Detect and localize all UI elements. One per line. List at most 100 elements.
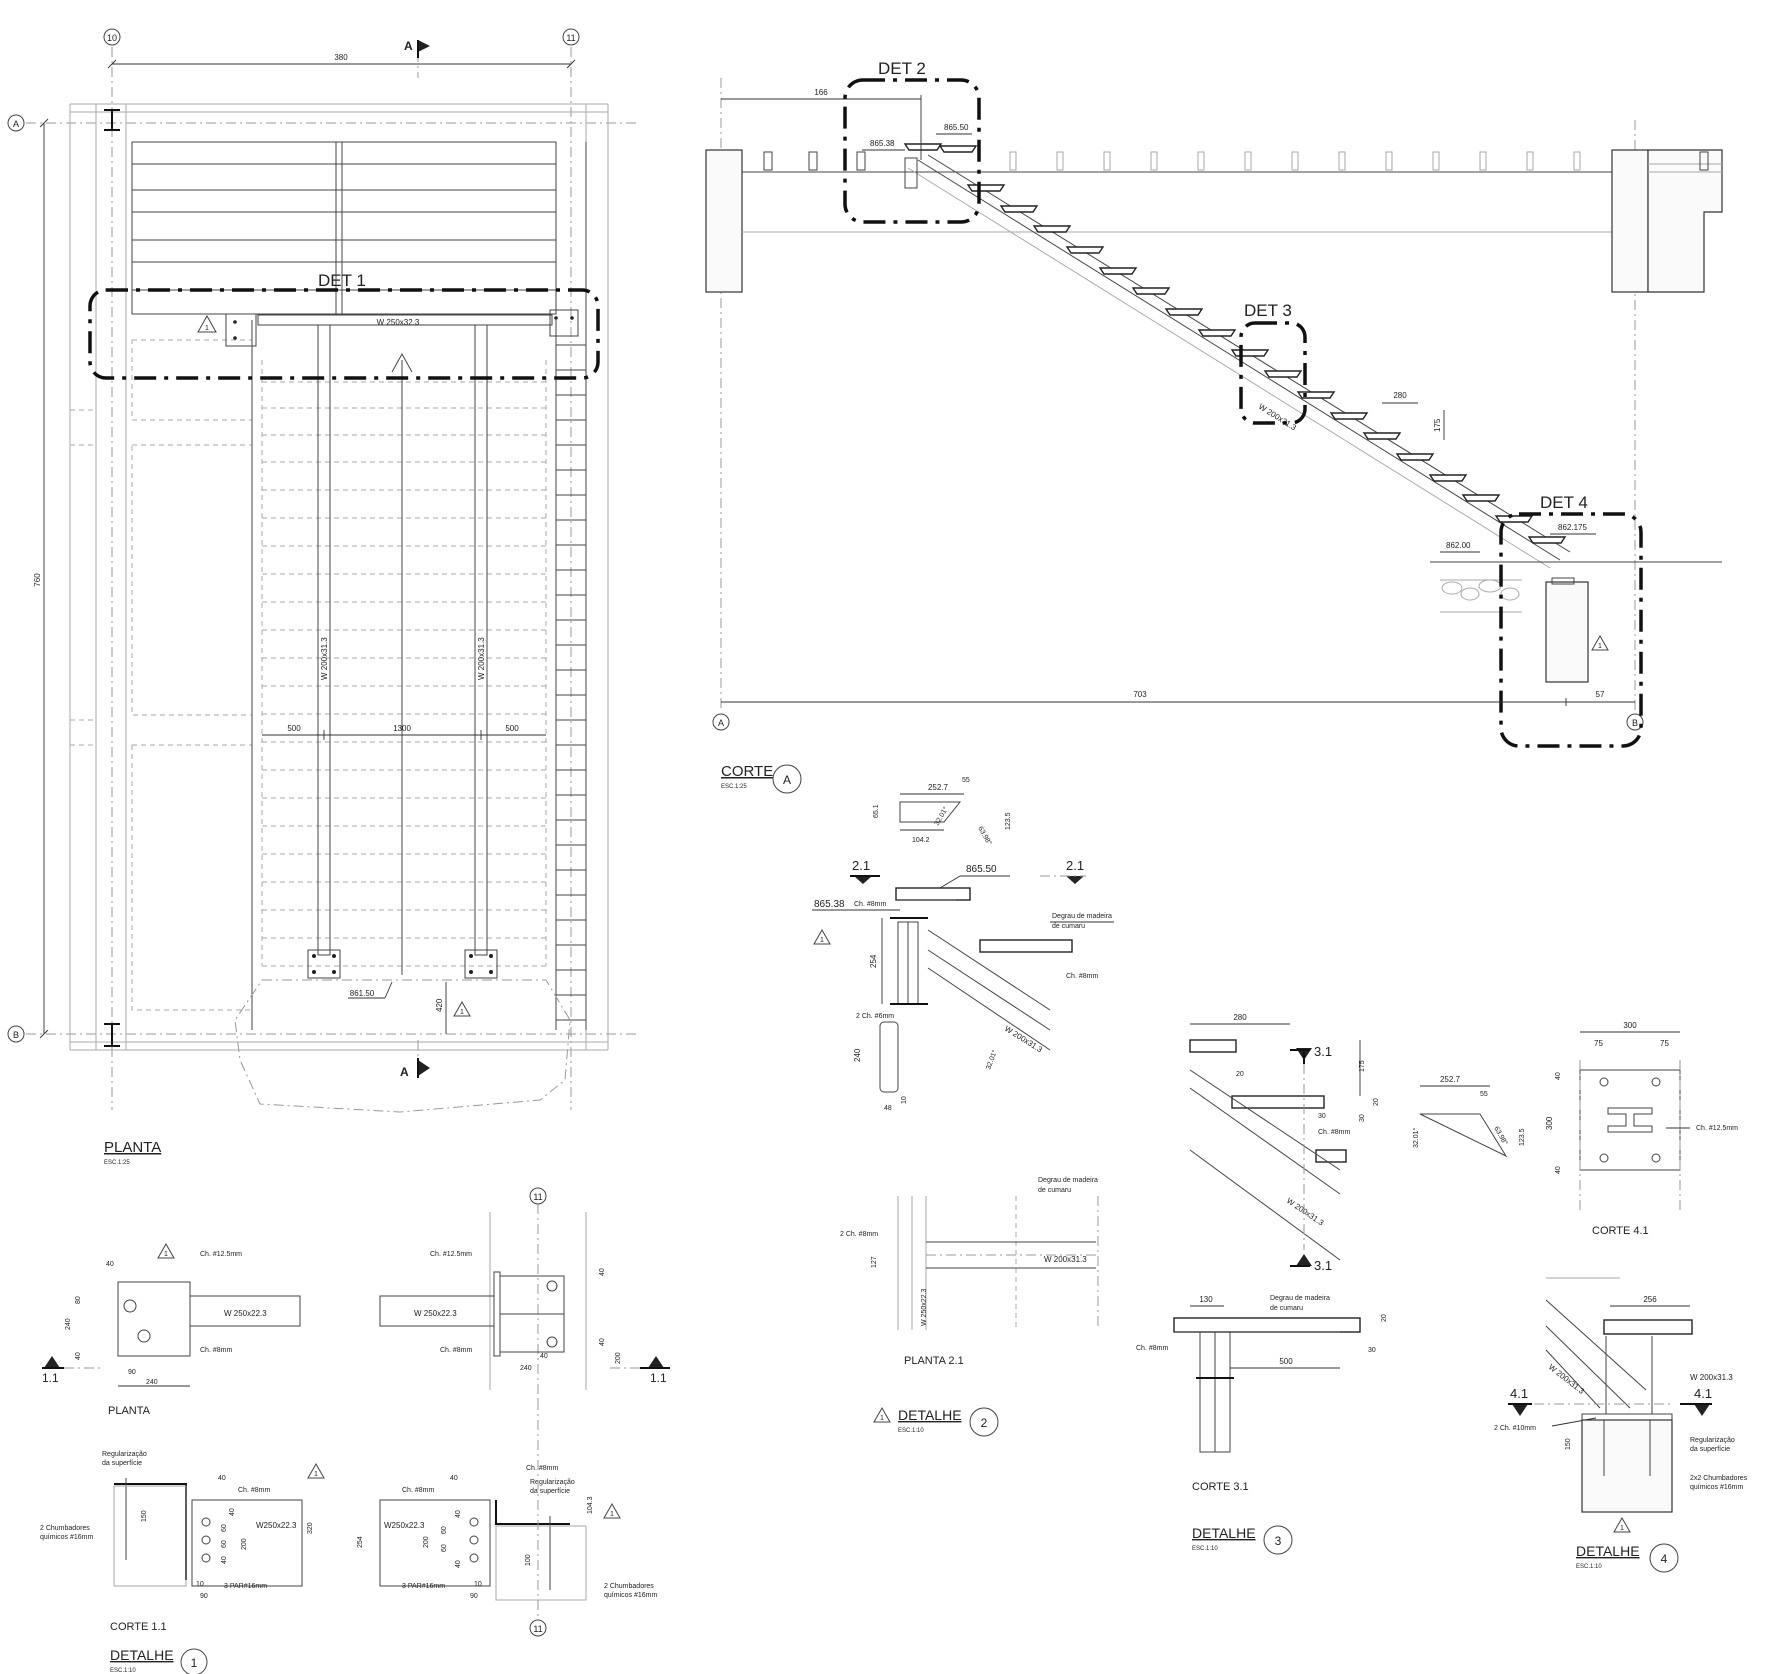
det3-label: DET 3 <box>1244 301 1292 320</box>
dim-2527: 252.7 <box>1440 1075 1461 1084</box>
chumb-label-2: químicos #16mm <box>1690 1484 1743 1491</box>
d1-corte-label: CORTE 1.1 <box>110 1621 167 1633</box>
d1-r90: 90 <box>470 1593 478 1600</box>
planta21-degrau-1: Degrau de madeira <box>1038 1177 1098 1184</box>
dim-300: 300 <box>1623 1021 1637 1030</box>
detalhe4-scale: ESC.1:10 <box>1576 1564 1602 1570</box>
stringer-label: W 200x31.3 <box>1003 1024 1044 1055</box>
d1-r10: 10 <box>474 1581 482 1588</box>
i-beam-section <box>1607 1107 1653 1133</box>
dim-40: 40 <box>1555 1072 1562 1080</box>
revision-triangle-icon <box>813 928 831 945</box>
stringer-line <box>917 159 1561 561</box>
dim-55: 55 <box>962 777 970 784</box>
det4-label: DET 4 <box>1540 493 1588 512</box>
d1-elev-plate-top: Ch. #12.5mm <box>430 1251 472 1258</box>
level-86150: 861.50 <box>350 989 375 998</box>
plate-ch8b-label: Ch. #8mm <box>1136 1345 1168 1352</box>
column-i-bottom <box>104 1023 120 1047</box>
dim-175: 175 <box>1433 418 1442 432</box>
dim-3201: 32.01° <box>933 805 950 827</box>
dim-500-left: 500 <box>287 724 301 733</box>
revision-triangle-icon <box>307 1462 325 1479</box>
detalhe4-view: 252.7 55 32.01° 63.98° 123.5 300 75 75 4… <box>1412 1021 1748 1573</box>
stringer-label: W 200x31.3 <box>1285 1196 1326 1228</box>
stringer-label: W 200x31.3 <box>1547 1362 1587 1396</box>
d1-reg-1: Regularização <box>102 1451 147 1458</box>
dim-48: 48 <box>884 1105 892 1112</box>
dim-30: 30 <box>1318 1113 1326 1120</box>
detalhe3-title: DETALHE <box>1192 1525 1256 1541</box>
d1-plate-top: Ch. #12.5mm <box>200 1251 242 1258</box>
svg-text:1: 1 <box>1598 643 1602 650</box>
d1-r40b: 40 <box>455 1560 462 1568</box>
grid-bubble-b: B <box>13 1030 19 1040</box>
dim-1235: 123.5 <box>1519 1128 1526 1146</box>
grid-bubble-b: B <box>1632 718 1638 728</box>
top-beam <box>257 314 553 326</box>
dim-500-right: 500 <box>505 724 519 733</box>
d1-c-beam: W250x22.3 <box>256 1521 297 1530</box>
dim-130: 130 <box>1199 1295 1213 1304</box>
d1-r60: 60 <box>441 1526 448 1534</box>
d1-e40c: 40 <box>540 1353 548 1360</box>
d1-elev-plate-bottom: Ch. #8mm <box>440 1347 472 1354</box>
d1-e40b: 40 <box>599 1338 606 1346</box>
corte41-label: CORTE 4.1 <box>1592 1225 1649 1237</box>
detalhe2-circle: 2 <box>981 1416 988 1430</box>
planta21-label: PLANTA 2.1 <box>904 1355 964 1367</box>
dim-30b: 30 <box>1359 1114 1366 1122</box>
planta21-degrau-2: de cumaru <box>1038 1187 1071 1194</box>
d1-r200: 200 <box>423 1536 430 1548</box>
level-86538: 865.38 <box>814 899 845 910</box>
section-arrow-icon <box>1512 1404 1528 1416</box>
d1-d240: 240 <box>65 1318 72 1330</box>
dim-280: 280 <box>1233 1013 1247 1022</box>
svg-text:1: 1 <box>820 937 824 944</box>
dim-280: 280 <box>1393 391 1407 400</box>
detalhe3-view: 280 W 200x31.3 20 30 Ch. #8mm 175 20 30 … <box>1136 1013 1388 1555</box>
d1-c40: 40 <box>218 1475 226 1482</box>
detalhe4-title: DETALHE <box>1576 1543 1640 1559</box>
plate-ch8-label: Ch. #8mm <box>854 901 886 908</box>
d1-section-11-right: 1.1 <box>650 1371 667 1385</box>
d1-r-chumb-1: 2 Chumbadores <box>604 1583 654 1590</box>
dim-6398: 63.98° <box>976 825 993 847</box>
section-arrow-icon <box>418 40 430 52</box>
reg-label-2: da superfície <box>1690 1446 1730 1453</box>
section-41-right: 4.1 <box>1694 1386 1712 1401</box>
d1-r-reg-2: da superfície <box>530 1488 570 1495</box>
d1-r-chumb-2: químicos #16mm <box>604 1592 657 1599</box>
detalhe1-title: DETALHE <box>110 1647 174 1663</box>
section-31-top: 3.1 <box>1314 1044 1332 1059</box>
chumb-label-1: 2x2 Chumbadores <box>1690 1475 1748 1482</box>
detalhe2-title: DETALHE <box>898 1407 962 1423</box>
svg-text:1: 1 <box>460 1009 464 1016</box>
planta21-127: 127 <box>871 1256 878 1268</box>
dim-240: 240 <box>853 1048 862 1062</box>
degrau-label-1: Degrau de madeira <box>1052 913 1112 920</box>
d1-r60b: 60 <box>441 1544 448 1552</box>
base-plate-right <box>464 949 498 979</box>
section-arrow-icon <box>1694 1404 1710 1416</box>
dim-500: 500 <box>1279 1357 1293 1366</box>
grid-bubble-11: 11 <box>533 1192 542 1202</box>
detalhe1-circle: 1 <box>191 1656 198 1670</box>
level-86538: 865.38 <box>870 139 895 148</box>
planta-title: PLANTA <box>104 1139 161 1156</box>
plate-ch6-label: 2 Ch. #6mm <box>856 1013 894 1020</box>
d1-c40c: 40 <box>221 1556 228 1564</box>
dim-2527: 252.7 <box>928 783 949 792</box>
dim-300b: 300 <box>1545 1116 1554 1130</box>
dim-6398: 63.98° <box>1492 1125 1509 1147</box>
gravel-fill <box>1440 579 1522 613</box>
planta-scale: ESC.1:25 <box>104 1160 130 1166</box>
corte-a-title: CORTE <box>721 763 773 780</box>
dim-20b: 20 <box>1373 1098 1380 1106</box>
grid-bubble-10: 10 <box>107 33 117 43</box>
dim-651: 65.1 <box>873 804 880 818</box>
dim-254: 254 <box>869 954 878 968</box>
dim-3201: 32.01° <box>1412 1127 1420 1148</box>
corte31-label: CORTE 3.1 <box>1192 1481 1249 1493</box>
section-41-left: 4.1 <box>1510 1386 1528 1401</box>
